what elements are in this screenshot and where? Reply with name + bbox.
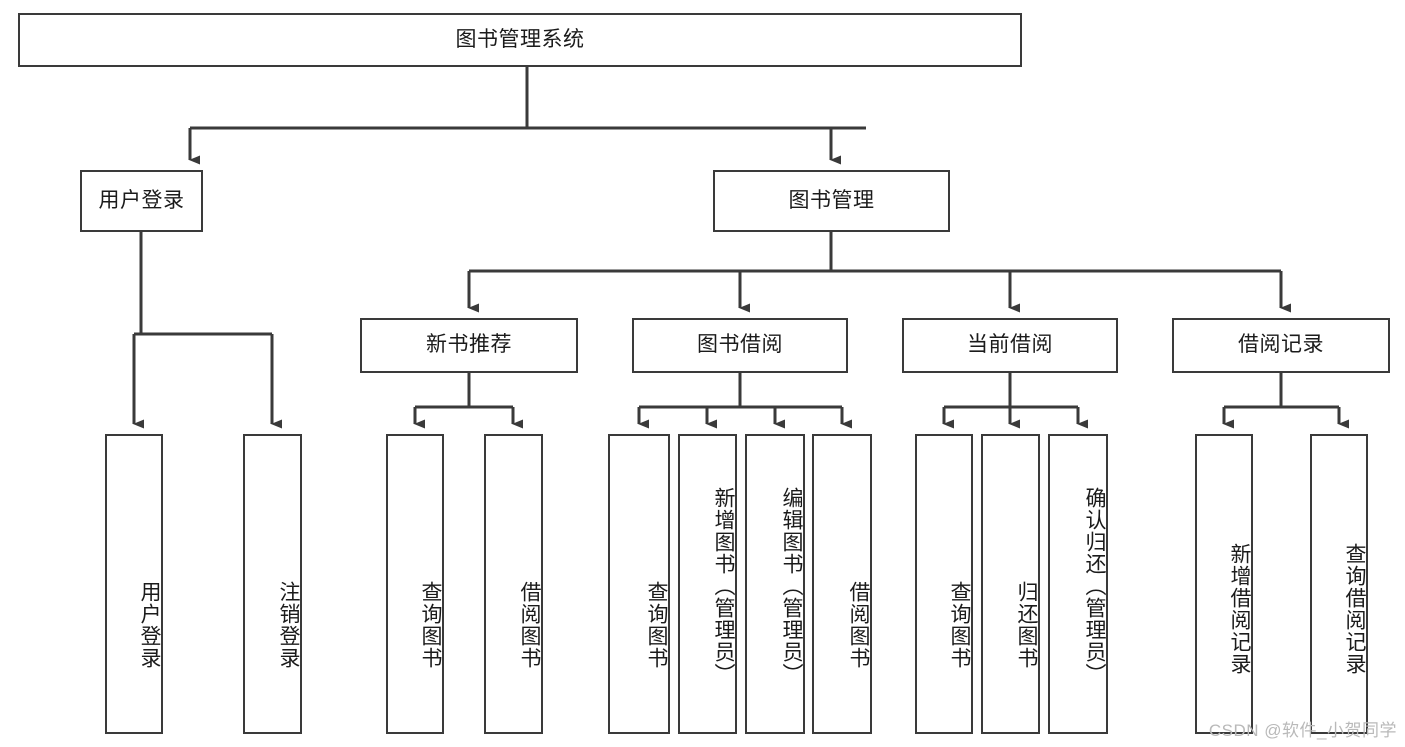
node-label: 用户登录 bbox=[98, 188, 185, 212]
node-label: 图书管理 bbox=[788, 188, 875, 212]
node-label: 查询借阅记录 bbox=[1343, 543, 1366, 675]
node-leaf-query-book-2[interactable]: 查询图书 bbox=[608, 434, 670, 734]
node-label: 注销登录 bbox=[277, 581, 300, 669]
node-new-book-rec[interactable]: 新书推荐 bbox=[360, 318, 578, 373]
node-label: 确认归还（管理员） bbox=[1083, 487, 1106, 685]
node-label: 图书借阅 bbox=[697, 333, 783, 357]
node-label: 借阅记录 bbox=[1238, 333, 1324, 357]
node-label: 查询图书 bbox=[948, 581, 971, 669]
node-leaf-return-book[interactable]: 归还图书 bbox=[981, 434, 1040, 734]
node-leaf-borrow-book-1[interactable]: 借阅图书 bbox=[484, 434, 543, 734]
node-borrow-record[interactable]: 借阅记录 bbox=[1172, 318, 1390, 373]
node-leaf-logout[interactable]: 注销登录 bbox=[243, 434, 302, 734]
node-leaf-add-book[interactable]: 新增图书（管理员） bbox=[678, 434, 737, 734]
node-leaf-query-book-1[interactable]: 查询图书 bbox=[386, 434, 444, 734]
node-label: 归还图书 bbox=[1015, 581, 1038, 669]
node-leaf-edit-book[interactable]: 编辑图书（管理员） bbox=[745, 434, 805, 734]
node-leaf-add-record[interactable]: 新增借阅记录 bbox=[1195, 434, 1253, 734]
csdn-watermark: CSDN @软件_小贺同学 bbox=[1208, 721, 1397, 740]
node-label: 编辑图书（管理员） bbox=[780, 487, 803, 685]
node-leaf-query-record[interactable]: 查询借阅记录 bbox=[1310, 434, 1368, 734]
node-label: 新增图书（管理员） bbox=[712, 487, 735, 685]
node-label: 查询图书 bbox=[645, 581, 668, 669]
node-leaf-query-book-3[interactable]: 查询图书 bbox=[915, 434, 973, 734]
node-label: 借阅图书 bbox=[847, 581, 870, 669]
node-label: 用户登录 bbox=[138, 581, 161, 669]
node-label: 新增借阅记录 bbox=[1228, 543, 1251, 675]
node-book-manage[interactable]: 图书管理 bbox=[713, 170, 950, 232]
node-leaf-confirm-return[interactable]: 确认归还（管理员） bbox=[1048, 434, 1108, 734]
node-root[interactable]: 图书管理系统 bbox=[18, 13, 1022, 67]
node-label: 查询图书 bbox=[419, 581, 442, 669]
node-label: 新书推荐 bbox=[426, 333, 512, 357]
node-leaf-borrow-book-2[interactable]: 借阅图书 bbox=[812, 434, 872, 734]
node-label: 图书管理系统 bbox=[455, 27, 585, 51]
node-user-login[interactable]: 用户登录 bbox=[80, 170, 203, 232]
node-leaf-user-login[interactable]: 用户登录 bbox=[105, 434, 163, 734]
node-label: 借阅图书 bbox=[518, 581, 541, 669]
node-book-borrow[interactable]: 图书借阅 bbox=[632, 318, 848, 373]
node-current-borrow[interactable]: 当前借阅 bbox=[902, 318, 1118, 373]
node-label: 当前借阅 bbox=[967, 333, 1053, 357]
